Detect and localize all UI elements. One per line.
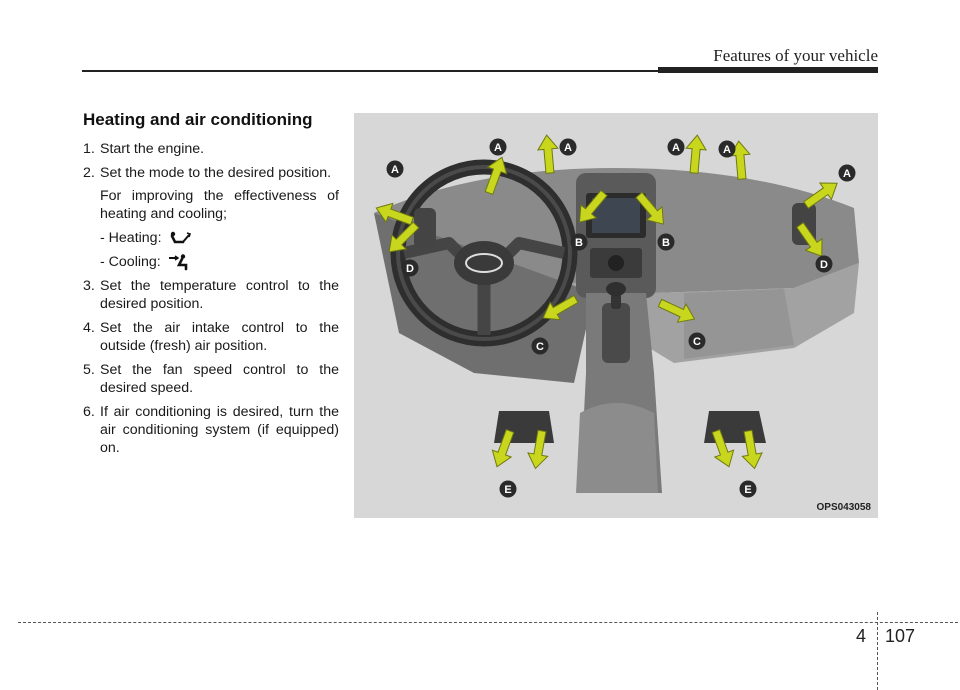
- vent-badge: A: [718, 140, 736, 158]
- vent-label: A: [723, 144, 731, 156]
- vent-label: A: [564, 142, 572, 154]
- vent-label: A: [672, 142, 680, 154]
- cooling-mode-row: - Cooling:: [100, 253, 339, 271]
- step-item: 1. Start the engine.: [83, 140, 339, 158]
- vent-label: E: [504, 484, 511, 496]
- vent-label: C: [536, 341, 544, 353]
- vent-label: C: [693, 336, 701, 348]
- vent-badge: E: [739, 480, 757, 498]
- step-text: If air conditioning is desired, turn the…: [100, 404, 339, 456]
- footer-rule: [18, 622, 958, 623]
- vent-badge: D: [401, 259, 419, 277]
- vent-badge: A: [559, 138, 577, 156]
- floor-mode-icon: [170, 231, 191, 244]
- step-number: 6.: [83, 404, 95, 420]
- vent-badge: A: [667, 138, 685, 156]
- step-item: 4. Set the air intake control to the out…: [83, 319, 339, 355]
- step-item: 5. Set the fan speed control to the desi…: [83, 361, 339, 397]
- section-header: Features of your vehicle: [713, 46, 878, 65]
- step-item: 2. Set the mode to the desired position.…: [83, 164, 339, 271]
- step-number: 5.: [83, 362, 95, 378]
- step-text: Set the air intake control to the outsid…: [100, 320, 339, 354]
- vent-badge: B: [657, 233, 675, 251]
- instructions: Heating and air conditioning 1. Start th…: [83, 110, 339, 463]
- vent-badge: B: [570, 233, 588, 251]
- vent-badge: C: [531, 337, 549, 355]
- figure-code: OPS043058: [816, 502, 872, 513]
- step-text: Set the fan speed control to the desired…: [100, 362, 339, 396]
- vent-badge: A: [838, 164, 856, 182]
- header-rule-accent: [658, 67, 878, 73]
- vent-badge: A: [386, 160, 404, 178]
- step-number: 2.: [83, 165, 95, 181]
- heating-mode-row: - Heating:: [100, 229, 339, 247]
- vent-label: A: [494, 142, 502, 154]
- face-mode-icon: [168, 254, 188, 271]
- vent-label: A: [391, 164, 399, 176]
- step-number: 4.: [83, 320, 95, 336]
- step-text: Start the engine.: [100, 141, 205, 157]
- page-number: 107: [885, 626, 916, 646]
- vent-badge: A: [489, 138, 507, 156]
- vent-label: B: [662, 237, 670, 249]
- chapter-number: 4: [856, 626, 867, 646]
- steps-list: 1. Start the engine. 2. Set the mode to …: [83, 140, 339, 457]
- vent-badge: C: [688, 332, 706, 350]
- header-rule: [82, 70, 878, 72]
- section-heading: Heating and air conditioning: [83, 110, 313, 129]
- cooling-label: - Cooling:: [100, 254, 161, 270]
- footer-divider: [877, 612, 878, 690]
- vent-label: D: [820, 259, 828, 271]
- dashboard-scene: A A A A A A B B C C D D: [374, 134, 859, 498]
- vent-label: A: [843, 168, 851, 180]
- vent-label: B: [575, 237, 583, 249]
- step-item: 6. If air conditioning is desired, turn …: [83, 403, 339, 457]
- step-number: 1.: [83, 141, 95, 157]
- vent-badge: E: [499, 480, 517, 498]
- step-item: 3. Set the temperature control to the de…: [83, 277, 339, 313]
- step-text: Set the temperature control to the desir…: [100, 278, 339, 312]
- step-note: For improving the effectiveness of heati…: [100, 188, 339, 222]
- step-text: Set the mode to the desired position.: [100, 165, 332, 181]
- vent-label: E: [744, 484, 751, 496]
- vent-label: D: [406, 263, 414, 275]
- vent-badge: D: [815, 255, 833, 273]
- dashboard-vent-illustration: A A A A A A B B C C D D: [354, 113, 878, 518]
- heating-label: - Heating:: [100, 230, 162, 246]
- step-number: 3.: [83, 278, 95, 294]
